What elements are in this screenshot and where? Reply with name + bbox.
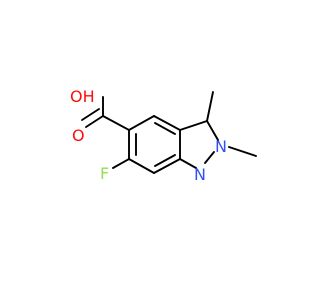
hydroxyl-label: OH bbox=[70, 87, 95, 106]
bond bbox=[128, 115, 155, 131]
bond bbox=[81, 108, 100, 121]
structure-canvas: OH O F N N bbox=[70, 87, 257, 184]
bond-methyl bbox=[228, 146, 257, 157]
nitrogen-1-label: N bbox=[194, 165, 206, 184]
bond bbox=[153, 158, 181, 174]
fluorine-label: F bbox=[100, 164, 109, 183]
nitrogen-2-label: N bbox=[215, 137, 227, 156]
chemical-structure: OH O F N N bbox=[70, 87, 257, 184]
bond-inner bbox=[154, 122, 176, 135]
bond-inner bbox=[154, 154, 176, 167]
bond bbox=[102, 115, 130, 131]
bond bbox=[128, 158, 155, 174]
bond-methyl bbox=[206, 91, 214, 122]
bond bbox=[179, 158, 197, 169]
bond bbox=[204, 151, 215, 164]
bond bbox=[153, 115, 181, 131]
bonds bbox=[81, 91, 257, 174]
carbonyl-oxygen-label: O bbox=[72, 126, 85, 145]
bond bbox=[85, 115, 104, 128]
bond bbox=[206, 120, 219, 141]
bond bbox=[112, 158, 130, 169]
bond bbox=[179, 120, 208, 131]
